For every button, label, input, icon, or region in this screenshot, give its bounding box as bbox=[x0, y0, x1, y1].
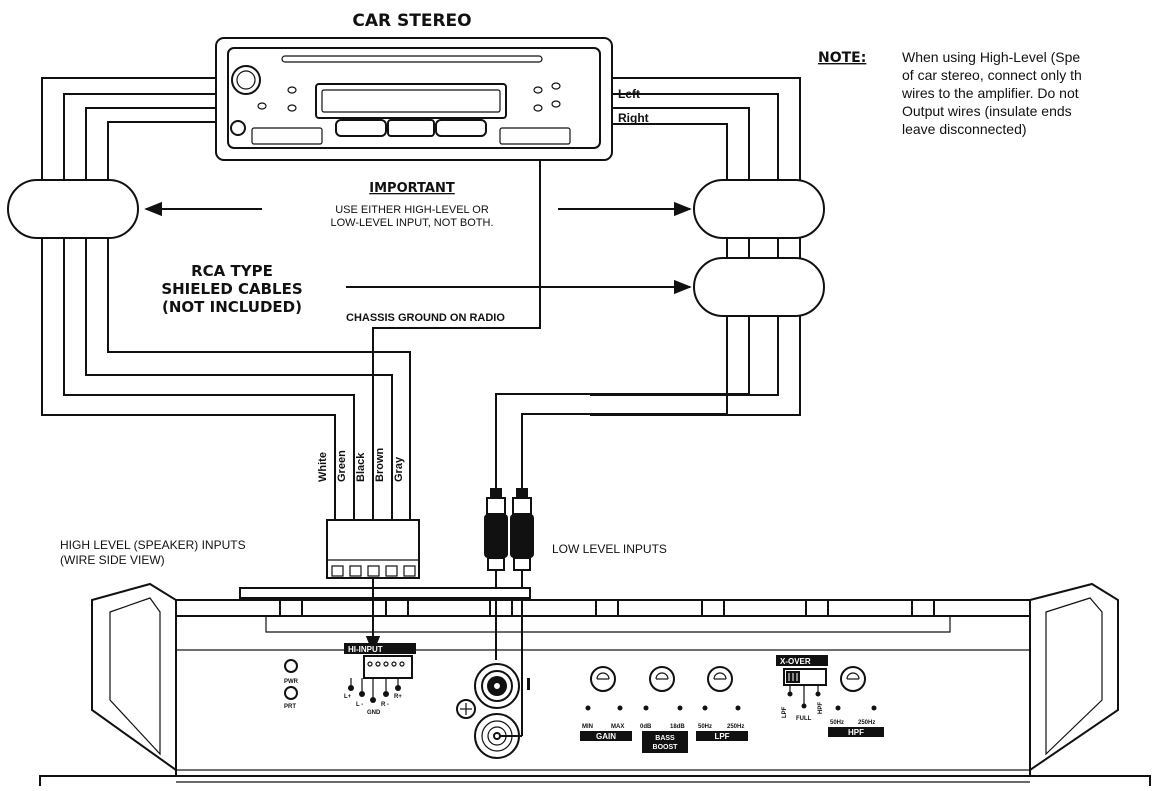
rca-wire-right bbox=[521, 123, 728, 488]
stereo-display bbox=[315, 83, 507, 119]
prt-label: PRT bbox=[284, 704, 296, 710]
gain-knob bbox=[585, 666, 623, 711]
wire-brown bbox=[85, 107, 393, 520]
high-level-label-2: (WIRE SIDE VIEW) bbox=[60, 553, 165, 567]
volume-knob bbox=[231, 65, 261, 95]
bass-boost-banner bbox=[642, 731, 688, 753]
hpf-min: 50Hz bbox=[830, 720, 844, 726]
lpf-min: 50Hz bbox=[698, 724, 712, 730]
harness-oval-right-bottom bbox=[693, 257, 825, 317]
note-line-1: When using High-Level (Spe bbox=[902, 49, 1080, 65]
right-channel-label: Right bbox=[618, 111, 649, 125]
pwr-led bbox=[284, 659, 298, 673]
gain-banner bbox=[580, 731, 632, 741]
bass-boost-max: 18dB bbox=[670, 724, 685, 730]
note-line-5: leave disconnected) bbox=[902, 121, 1027, 137]
hpf-max: 250Hz bbox=[858, 720, 875, 726]
bass-boost-min: 0dB bbox=[640, 724, 652, 730]
wire-label-gray: Gray bbox=[393, 456, 405, 482]
hi-pin-rminus: R - bbox=[381, 702, 389, 708]
xover-full: FULL bbox=[796, 716, 812, 722]
cd-slot bbox=[281, 55, 543, 63]
wire-right-outer bbox=[590, 77, 801, 416]
xover-lpf: LPF bbox=[782, 706, 788, 718]
stereo-button-left bbox=[335, 119, 387, 137]
pwr-label: PWR bbox=[284, 679, 299, 685]
gain-min: MIN bbox=[582, 724, 593, 730]
amp-left-end bbox=[91, 582, 177, 772]
hi-input-label: HI-INPUT bbox=[348, 645, 383, 654]
hpf-banner bbox=[828, 727, 884, 737]
prt-led bbox=[284, 686, 298, 700]
car-stereo bbox=[215, 37, 613, 161]
hpf-label: HPF bbox=[848, 728, 864, 737]
important-line-2: LOW-LEVEL INPUT, NOT BOTH. bbox=[331, 217, 494, 229]
hi-input-socket bbox=[363, 655, 413, 679]
high-level-label-1: HIGH LEVEL (SPEAKER) INPUTS bbox=[60, 538, 246, 552]
left-channel-label: Left bbox=[618, 87, 640, 101]
harness-oval-left bbox=[7, 179, 139, 239]
xover-banner bbox=[776, 655, 828, 666]
hi-input-banner bbox=[344, 643, 416, 654]
wire-label-white: White bbox=[317, 452, 329, 482]
wire-white bbox=[41, 77, 336, 520]
rca-line-1: RCA TYPE bbox=[191, 262, 273, 280]
harness-oval-right-top bbox=[693, 179, 825, 239]
amp-top-strip bbox=[239, 587, 531, 599]
hi-pin-rplus: R+ bbox=[394, 694, 402, 700]
rca-line-2: SHIELED CABLES bbox=[161, 280, 302, 298]
rca-plug-left bbox=[484, 488, 508, 600]
eject-button bbox=[230, 120, 246, 136]
note-label: NOTE: bbox=[818, 50, 866, 66]
note-line-3: wires to the amplifier. Do not bbox=[901, 85, 1079, 101]
stereo-button-right bbox=[435, 119, 487, 137]
bass-boost-knob bbox=[643, 666, 683, 711]
wire-label-green: Green bbox=[336, 450, 348, 482]
wire-green bbox=[63, 93, 355, 520]
gain-label: GAIN bbox=[596, 732, 616, 741]
xover-label: X-OVER bbox=[780, 657, 811, 666]
high-level-connector bbox=[326, 519, 420, 579]
note-line-4: Output wires (insulate ends bbox=[902, 103, 1072, 119]
rca-wire-left bbox=[495, 107, 750, 488]
wire-label-brown: Brown bbox=[374, 448, 386, 483]
lpf-banner bbox=[696, 731, 748, 741]
speaker-wires bbox=[41, 77, 801, 520]
rca-jack-top bbox=[474, 663, 520, 709]
wire-label-black: Black bbox=[355, 452, 367, 482]
wire-gray bbox=[107, 121, 411, 520]
hi-pin-lminus: L - bbox=[356, 702, 363, 708]
important-line-1: USE EITHER HIGH-LEVEL OR bbox=[335, 204, 489, 216]
note-line-2: of car stereo, connect only th bbox=[902, 67, 1082, 83]
lpf-knob bbox=[702, 666, 741, 711]
hpf-knob bbox=[835, 666, 877, 711]
amp-right-end bbox=[1029, 582, 1119, 772]
hi-input-pins bbox=[348, 661, 405, 703]
gain-max: MAX bbox=[611, 724, 624, 730]
amplifier bbox=[39, 582, 1151, 786]
stereo-button-mid bbox=[387, 119, 435, 137]
rca-jack-bottom bbox=[474, 713, 522, 759]
rca-plug-right bbox=[510, 488, 534, 600]
low-level-label: LOW LEVEL INPUTS bbox=[552, 542, 667, 556]
hi-pin-lplus: L+ bbox=[344, 694, 352, 700]
chassis-ground-label: CHASSIS GROUND ON RADIO bbox=[346, 312, 505, 324]
bass-boost-label-1: BASS bbox=[655, 735, 675, 742]
xover-hpf: HPF bbox=[818, 702, 824, 714]
lpf-max: 250Hz bbox=[727, 724, 744, 730]
rca-line-3: (NOT INCLUDED) bbox=[162, 298, 302, 316]
xover-switch bbox=[783, 668, 827, 709]
wire-black bbox=[372, 160, 541, 520]
note-block: NOTE: When using High-Level (Spe of car … bbox=[818, 49, 1082, 137]
hi-pin-gnd: GND bbox=[367, 710, 381, 716]
amp-face bbox=[175, 615, 1031, 777]
important-heading: IMPORTANT bbox=[369, 181, 455, 196]
connector-body bbox=[326, 519, 420, 579]
bass-boost-label-2: BOOST bbox=[653, 744, 679, 751]
ground-screw-icon bbox=[456, 699, 476, 719]
lpf-label: LPF bbox=[714, 732, 729, 741]
car-stereo-title: CAR STEREO bbox=[352, 11, 471, 31]
